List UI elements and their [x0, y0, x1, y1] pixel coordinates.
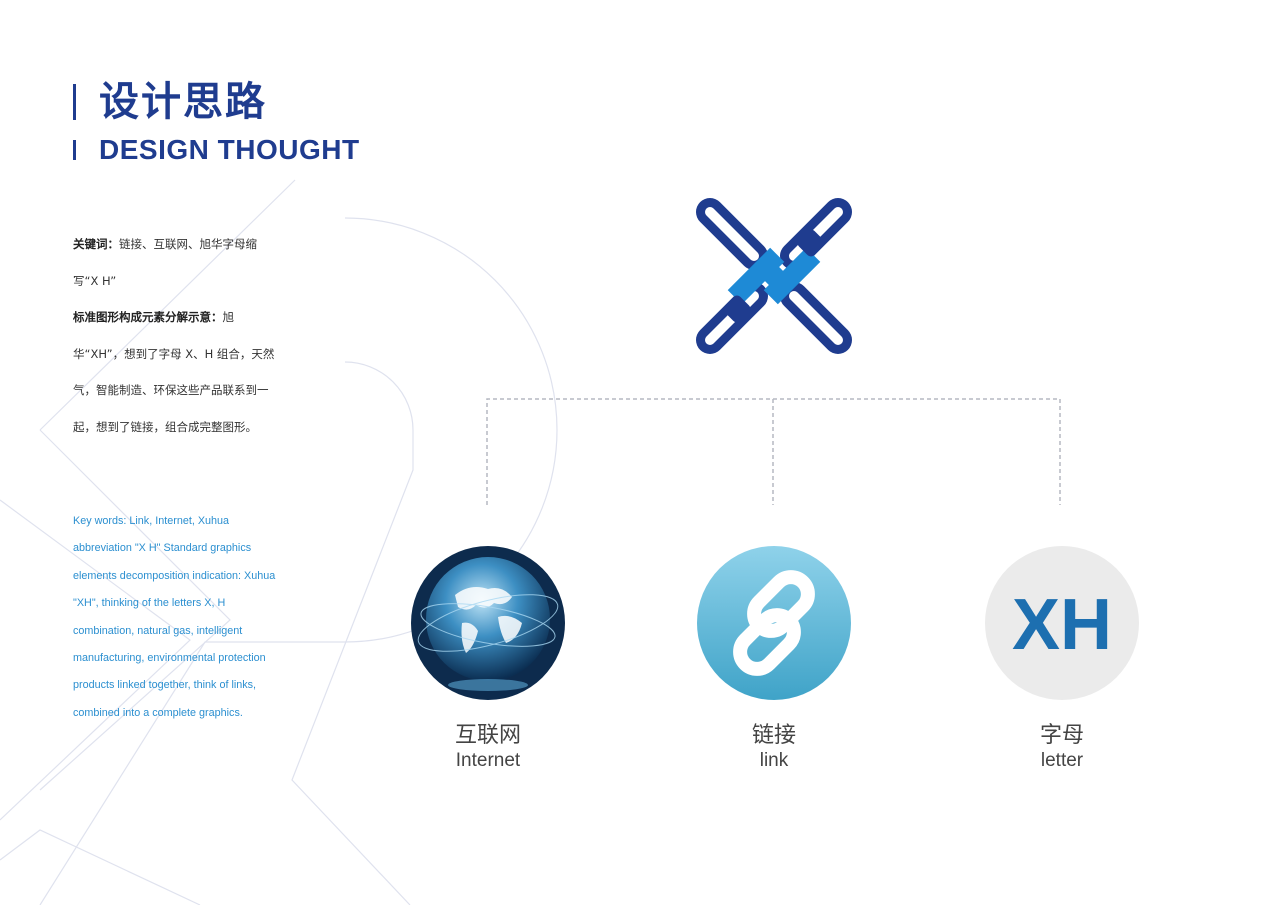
- page-subtitle: DESIGN THOUGHT: [99, 134, 360, 165]
- subtitle-accent-bar: [73, 140, 76, 160]
- description-chinese: 关键词：链接、互联网、旭华字母缩写“X H” 标准图形构成元素分解示意：旭华“X…: [73, 226, 278, 446]
- title-accent-bar: [73, 84, 76, 120]
- element-internet-label-en: Internet: [455, 750, 521, 771]
- connector-lines: [486, 398, 1061, 505]
- xh-letters-text: XH: [1012, 585, 1112, 665]
- element-letter-label-en: letter: [1040, 750, 1084, 771]
- description-english: Key words: Link, Internet, Xuhua abbrevi…: [73, 515, 276, 719]
- element-internet: 互联网 Internet: [408, 545, 568, 773]
- keywords-label: 关键词：: [73, 237, 119, 251]
- page-title: 设计思路: [99, 79, 267, 125]
- xh-letters-icon: XH: [985, 546, 1139, 700]
- decomposition-label: 标准图形构成元素分解示意：: [73, 310, 223, 325]
- element-letter: XH 字母 letter: [982, 545, 1142, 773]
- element-letter-label-cn: 字母: [1039, 723, 1084, 748]
- keywords-text: 链接、互联网、旭华字母缩写“X H”: [73, 237, 257, 288]
- element-link-label-en: link: [759, 750, 789, 771]
- decomposition-text: 旭华“XH”，想到了字母 X、H 组合，天然气，智能制造、环保这些产品联系到一起…: [73, 310, 275, 434]
- globe-icon: [411, 546, 565, 700]
- element-link: 链接 link: [694, 545, 854, 773]
- xh-logo-icon: [696, 198, 852, 354]
- chain-link-icon: [697, 546, 851, 700]
- element-internet-label-cn: 互联网: [454, 723, 521, 748]
- element-link-label-cn: 链接: [751, 723, 796, 748]
